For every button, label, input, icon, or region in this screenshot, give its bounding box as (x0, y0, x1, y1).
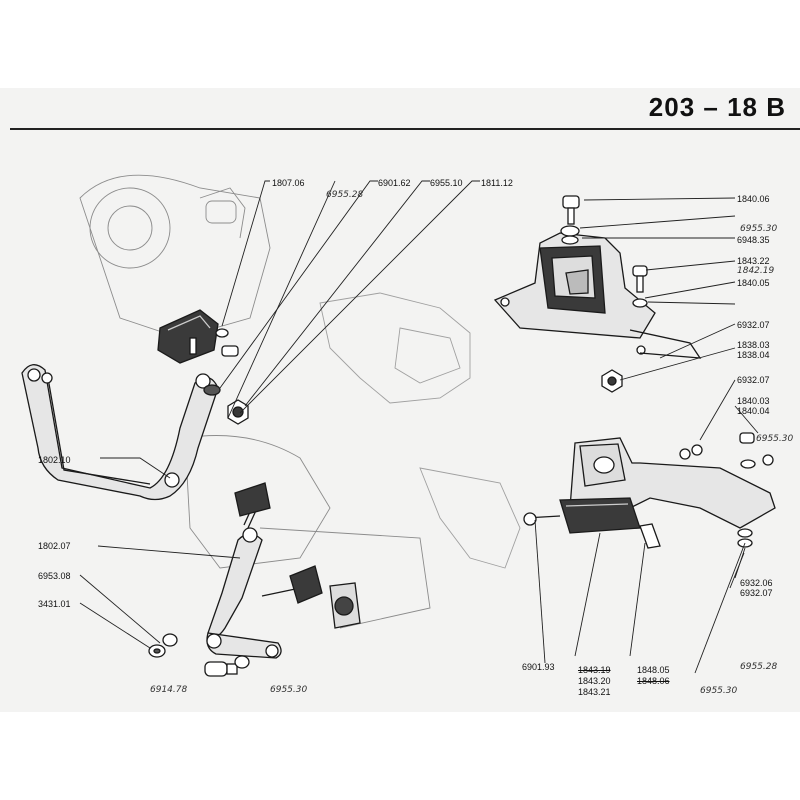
part-label-6953-08: 6953.08 (38, 571, 71, 581)
part-label-1843-21: 1843.21 (578, 687, 611, 697)
page-title: 203 – 18 B (648, 92, 786, 122)
part-label-1802-10: 1802.10 (38, 455, 71, 465)
part-label-1802-07: 1802.07 (38, 541, 71, 551)
handwritten-label-6955-30-d: 6955.30 (700, 686, 738, 696)
handwritten-label-6955-28: 6955.28 (326, 190, 364, 200)
gearbox-bracket (493, 232, 702, 359)
upper-right-fasteners (560, 195, 648, 393)
part-label-6932-07: 6932.07 (737, 320, 770, 330)
part-label-6932-07-c: 6932.07 (740, 588, 773, 598)
catalog-page: 203 – 18 B (0, 88, 800, 712)
lower-left-fasteners (148, 633, 250, 677)
part-label-6901-93: 6901.93 (522, 662, 555, 672)
part-label-1840-04: 1840.04 (737, 406, 770, 416)
handwritten-label-6955-30-c: 6955.30 (270, 685, 308, 695)
part-label-6901-62: 6901.62 (378, 178, 411, 188)
part-label-1838-04: 1838.04 (737, 350, 770, 360)
part-label-6955-10: 6955.10 (430, 178, 463, 188)
part-label-6948-35: 6948.35 (737, 235, 770, 245)
handwritten-label-1842-19: 1842.19 (737, 266, 775, 276)
handwritten-label-6955-28-b: 6955.28 (740, 662, 778, 672)
rubber-mount-upper-left (157, 309, 249, 425)
part-label-6932-06: 6932.06 (740, 578, 773, 588)
part-label-3431-01: 3431.01 (38, 599, 71, 609)
header-rule (10, 128, 800, 130)
mounting-arm-1802-07 (206, 482, 361, 659)
part-label-1838-03: 1838.03 (737, 340, 770, 350)
part-label-6932-07-b: 6932.07 (737, 375, 770, 385)
part-label-1843-22: 1843.22 (737, 256, 770, 266)
part-label-1848-06: 1848.06 (637, 676, 670, 686)
part-label-1848-05: 1848.05 (637, 665, 670, 675)
part-label-1807-06: 1807.06 (272, 178, 305, 188)
gearbox-outline (319, 292, 521, 569)
leader-lines (79, 180, 759, 674)
engine-outline (79, 174, 431, 629)
handwritten-label-6955-30-b: 6955.30 (756, 434, 794, 444)
part-label-1843-19: 1843.19 (578, 665, 611, 675)
part-label-1840-05: 1840.05 (737, 278, 770, 288)
handwritten-label-6914-78: 6914.78 (150, 685, 188, 695)
part-label-1840-06: 1840.06 (737, 194, 770, 204)
part-label-1840-03: 1840.03 (737, 396, 770, 406)
part-label-1843-20: 1843.20 (578, 676, 611, 686)
part-label-1811-12: 1811.12 (481, 178, 513, 188)
exploded-parts-diagram (21, 174, 776, 677)
mounting-arm-1802-10 (21, 364, 219, 501)
handwritten-label-6955-30: 6955.30 (740, 224, 778, 234)
crossmember (523, 432, 776, 549)
